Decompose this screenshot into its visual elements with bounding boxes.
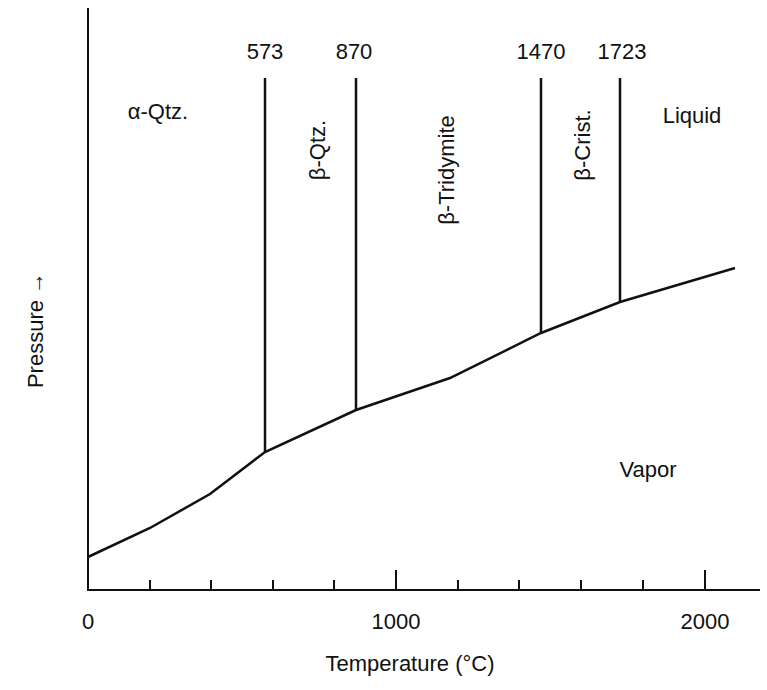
phase-boundary: [355, 78, 358, 410]
transition-temperature: 870: [336, 41, 373, 63]
y-axis: [87, 8, 89, 591]
phase-label: β-Crist.: [572, 109, 594, 180]
phase-label: Vapor: [619, 459, 676, 481]
axis-title: Temperature (°C): [326, 653, 495, 675]
tick-label: 2000: [681, 611, 730, 633]
phase-label: α-Qtz.: [128, 101, 188, 123]
x-axis: [87, 589, 760, 591]
phase-boundary: [264, 78, 267, 452]
phase-label: β-Tridymite: [436, 115, 458, 225]
vapor-curve: [88, 268, 735, 557]
tick-label: 0: [82, 611, 94, 633]
tick-label: 1000: [372, 611, 421, 633]
transition-temperature: 1723: [598, 41, 647, 63]
axis-title: Pressure →: [25, 272, 47, 388]
x-ticks: [150, 570, 705, 590]
phase-label: Liquid: [663, 105, 722, 127]
phase-boundary: [540, 78, 543, 333]
phase-boundary: [619, 78, 622, 302]
phase-label: β-Qtz.: [307, 120, 329, 180]
transition-temperature: 1470: [517, 41, 566, 63]
transition-temperature: 573: [247, 41, 284, 63]
